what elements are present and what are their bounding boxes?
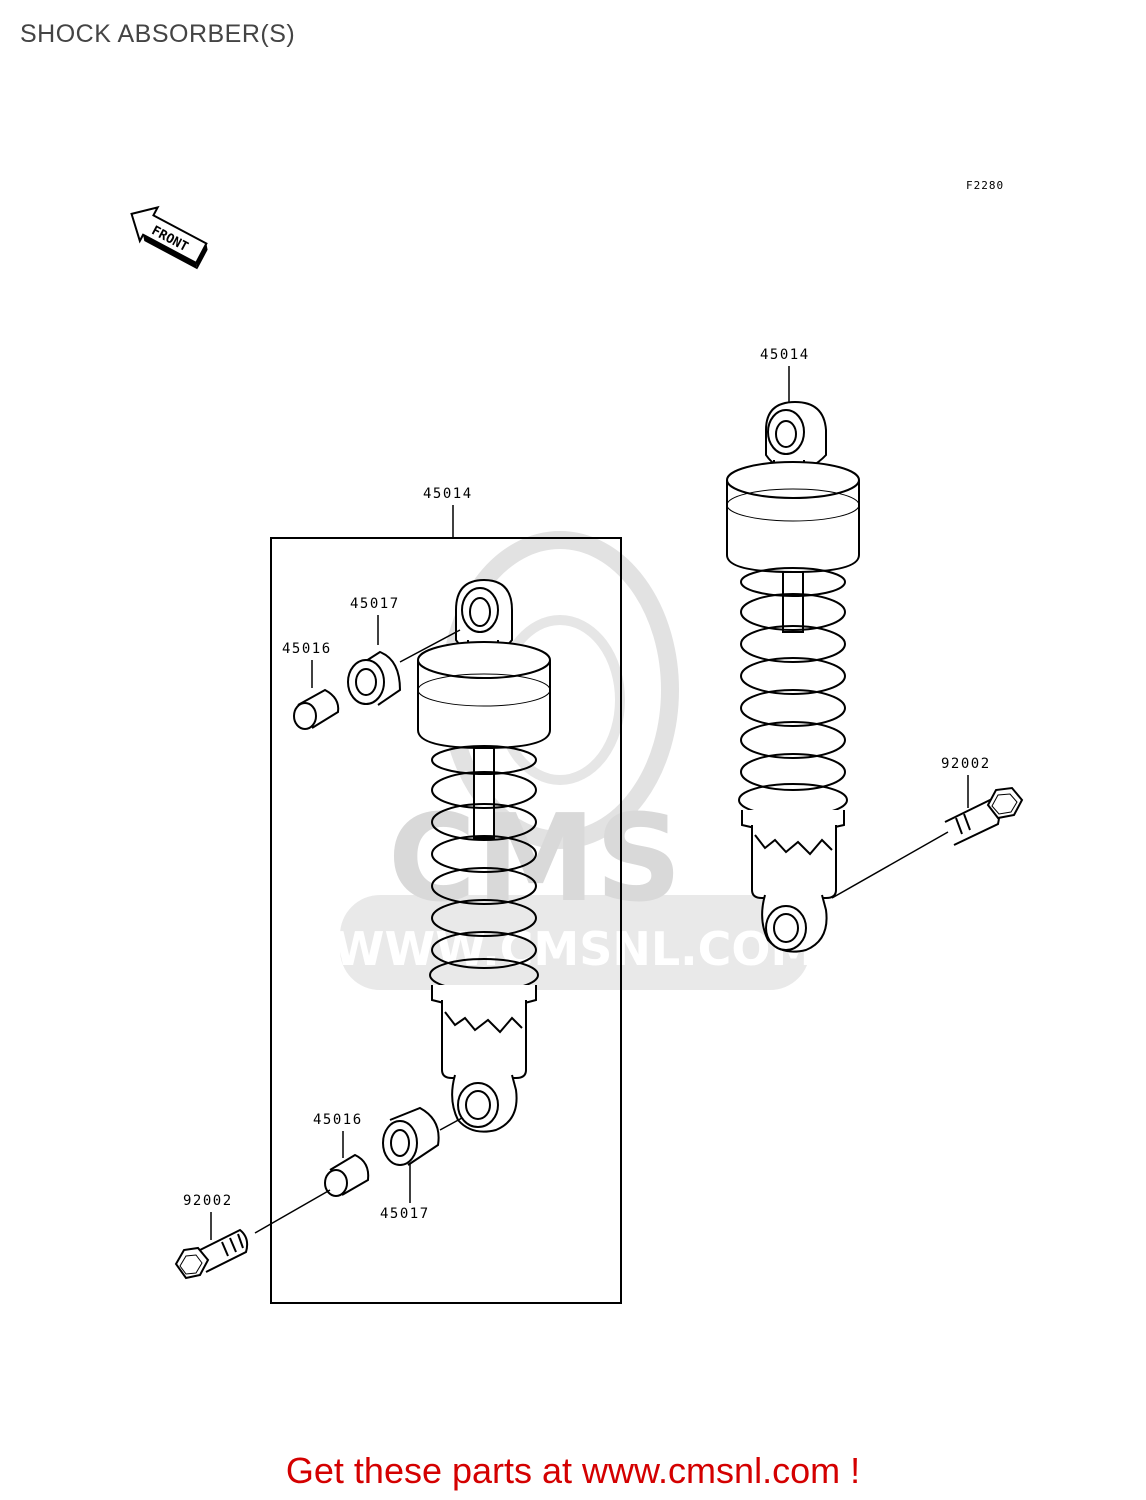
- promo-link-text[interactable]: Get these parts at www.cmsnl.com !: [285, 1450, 861, 1491]
- bush-lower: [324, 1153, 370, 1197]
- callout-collar-upper: 45017: [350, 596, 400, 612]
- shock-absorber-right: [726, 400, 860, 953]
- page-title: SHOCK ABSORBER(S): [20, 20, 296, 48]
- callout-shock-right: 45014: [760, 347, 810, 363]
- callout-bush-lower: 45016: [313, 1112, 363, 1128]
- watermark-url: WWW.CMSNL.COM: [334, 922, 817, 976]
- callout-bolt-right: 92002: [941, 756, 991, 772]
- callout-collar-lower: 45017: [380, 1206, 430, 1222]
- callout-bush-upper: 45016: [282, 641, 332, 657]
- bush-upper: [293, 688, 340, 730]
- collar-upper: [347, 650, 402, 706]
- collar-lower: [382, 1106, 440, 1166]
- front-arrow-icon: FRONT: [130, 205, 208, 270]
- bolt-right: [944, 786, 1024, 846]
- callout-shock-left: 45014: [423, 486, 473, 502]
- figure-code: F2280: [966, 179, 1004, 192]
- callout-bolt-left: 92002: [183, 1193, 233, 1209]
- promo-link[interactable]: Get these parts at www.cmsnl.com !: [0, 1450, 1146, 1492]
- kit-box: [270, 537, 622, 1304]
- watermark-brand: CMS: [388, 790, 682, 929]
- bolt-left: [174, 1228, 249, 1280]
- parts-diagram: CMS WWW.CMSNL.COM F2280 FRONT 45014 4501…: [130, 179, 1024, 1304]
- shock-absorber-left: [417, 578, 551, 1133]
- watermark: CMS WWW.CMSNL.COM: [334, 531, 817, 990]
